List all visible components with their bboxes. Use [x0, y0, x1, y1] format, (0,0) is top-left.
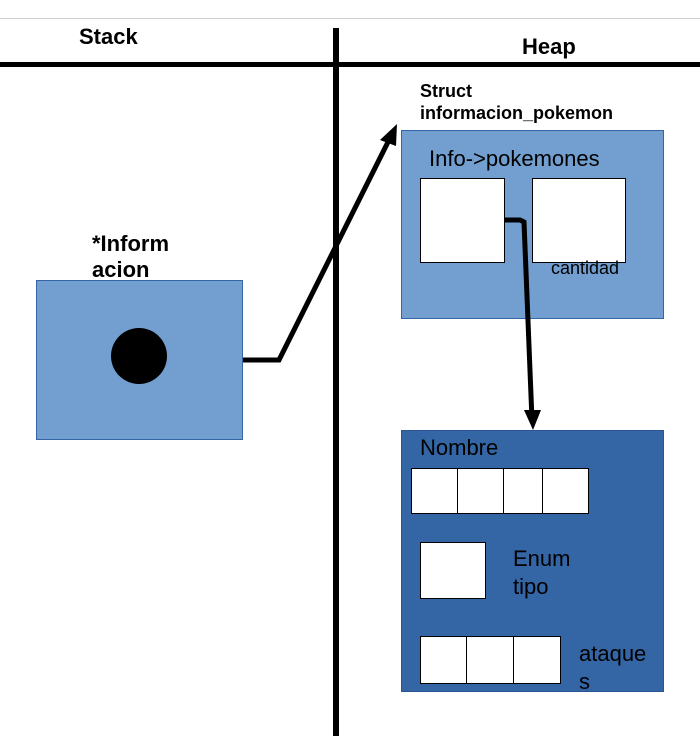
ataques-label: ataque s: [579, 640, 646, 696]
ataques-line1: ataque: [579, 641, 647, 666]
pointer-arrow-head: [380, 124, 397, 146]
pokemones-arrow-head: [524, 410, 541, 430]
heap-header: Heap: [522, 34, 576, 59]
struct-field-label: Info->pokemones: [429, 146, 600, 171]
ataques-cell-2: [466, 636, 514, 684]
ataques-cell-1: [420, 636, 467, 684]
cantidad-cell: [532, 178, 626, 263]
nombre-cell-2: [457, 468, 504, 514]
tipo-cell: [420, 542, 486, 599]
nombre-label: Nombre: [420, 435, 499, 460]
pointer-var-label-line1: *Inform: [92, 231, 169, 256]
cantidad-label: cantidad: [551, 258, 620, 278]
nombre-cell-3: [503, 468, 543, 514]
pointer-dot: [111, 328, 167, 384]
pointer-var-label-line2: acion: [92, 257, 150, 282]
pokemones-pointer-cell: [420, 178, 505, 263]
struct-title-line1: Struct: [420, 81, 473, 101]
nombre-cell-4: [542, 468, 589, 514]
top-border-line: [0, 18, 700, 19]
stack-header: Stack: [79, 24, 138, 49]
nombre-cell-1: [411, 468, 458, 514]
struct-title: Struct informacion_pokemon: [420, 80, 613, 124]
stack-heap-divider: [333, 28, 339, 736]
enum-tipo-label: Enum tipo: [513, 545, 570, 601]
pointer-arrow: [243, 136, 393, 363]
enum-tipo-line2: tipo: [513, 574, 549, 599]
header-divider: [0, 62, 700, 67]
struct-title-line2: informacion_pokemon: [420, 103, 614, 123]
pointer-var-label: *Inform acion: [92, 231, 169, 283]
enum-tipo-line1: Enum: [513, 546, 571, 571]
ataques-line2: s: [579, 669, 590, 694]
ataques-cell-3: [513, 636, 561, 684]
